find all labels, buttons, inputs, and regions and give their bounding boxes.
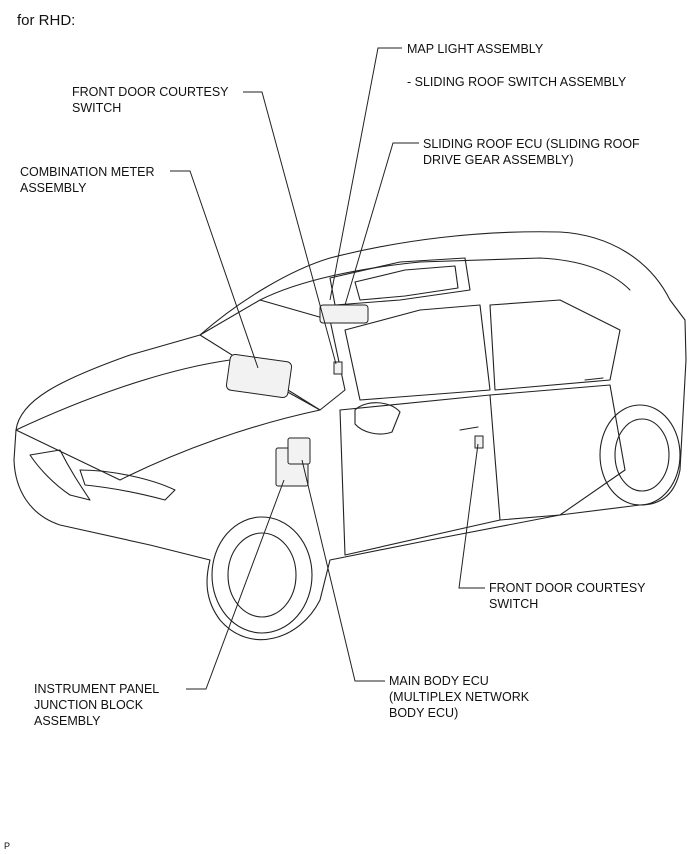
- label-front-door-courtesy-switch-top: FRONT DOOR COURTESY SWITCH: [72, 85, 229, 115]
- headlight: [79, 469, 176, 501]
- windshield: [199, 299, 346, 411]
- leader-main-body-ecu: [301, 459, 385, 682]
- leader-instrument-panel: [186, 479, 285, 690]
- figure-code: P: [4, 841, 11, 851]
- rear-wheel-rim: [614, 418, 670, 492]
- label-combination-meter-assembly: COMBINATION METER ASSEMBLY: [20, 165, 155, 195]
- leader-front-door-courtesy-top: [243, 91, 337, 365]
- rear-wheel: [599, 404, 681, 506]
- side-window-front: [344, 304, 491, 401]
- leader-sliding-roof-ecu: [344, 142, 419, 306]
- sunroof-glass: [354, 265, 459, 301]
- label-front-door-courtesy-switch-bottom: FRONT DOOR COURTESY SWITCH: [489, 581, 646, 611]
- door-handle-front: [459, 426, 479, 431]
- label-map-light-assembly: MAP LIGHT ASSEMBLY: [407, 42, 544, 56]
- sunroof: [329, 257, 471, 306]
- combination-meter: [225, 354, 293, 398]
- diagram-header: for RHD:: [17, 12, 76, 29]
- grille: [29, 449, 91, 501]
- map-light: [319, 304, 369, 324]
- label-main-body-ecu: MAIN BODY ECU (MULTIPLEX NETWORK BODY EC…: [389, 674, 530, 720]
- side-window-rear: [489, 299, 621, 391]
- roof-line: [259, 257, 631, 301]
- label-sliding-roof-switch-assembly: - SLIDING ROOF SWITCH ASSEMBLY: [407, 75, 627, 89]
- rear-door: [489, 384, 626, 521]
- front-wheel-rim: [227, 532, 297, 618]
- label-instrument-panel-junction-block: INSTRUMENT PANEL JUNCTION BLOCK ASSEMBLY: [34, 682, 160, 728]
- door-handle-rear: [584, 377, 604, 381]
- car-body-outline: [13, 231, 687, 641]
- side-mirror: [354, 402, 401, 435]
- door-courtesy-switch-front: [333, 361, 343, 375]
- leader-front-door-courtesy-bottom: [458, 443, 485, 589]
- leader-map-light: [329, 47, 402, 301]
- front-wheel: [211, 516, 313, 634]
- main-body-ecu: [287, 437, 311, 465]
- door-courtesy-switch-rear: [474, 435, 484, 449]
- leader-combination-meter: [170, 170, 259, 369]
- label-sliding-roof-ecu: SLIDING ROOF ECU (SLIDING ROOF DRIVE GEA…: [423, 137, 640, 167]
